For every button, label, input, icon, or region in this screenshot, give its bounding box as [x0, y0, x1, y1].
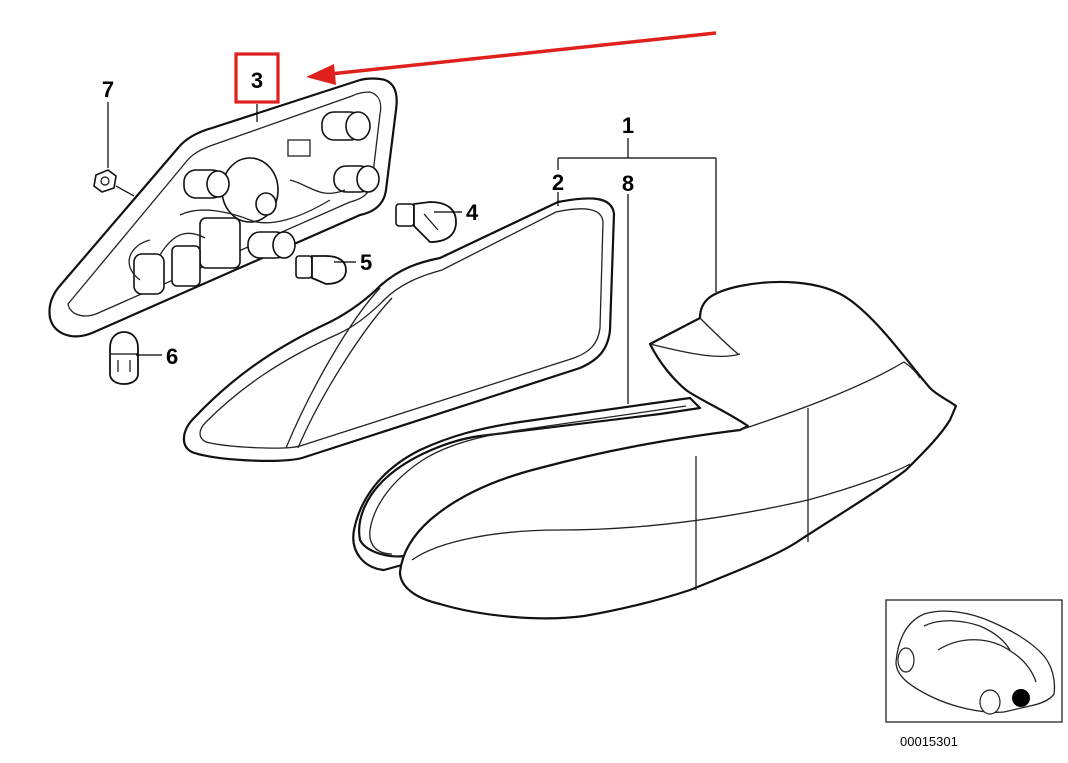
- callout-7[interactable]: 7: [102, 77, 114, 102]
- callout-2[interactable]: 2: [552, 170, 564, 195]
- bulb-carrier-housing[interactable]: [48, 77, 398, 338]
- callout-3[interactable]: 3: [251, 68, 263, 93]
- tail-light-assembly[interactable]: [398, 280, 958, 620]
- highlight-arrow: [306, 31, 717, 85]
- bulb-large[interactable]: [395, 201, 457, 243]
- nut[interactable]: [93, 169, 117, 193]
- bulb-marker[interactable]: [109, 331, 139, 385]
- leaders-1-2-8: [557, 138, 717, 404]
- highlight-box: [234, 52, 280, 104]
- gasket[interactable]: [182, 197, 616, 462]
- callout-5[interactable]: 5: [360, 250, 372, 275]
- callout-6[interactable]: 6: [166, 344, 178, 369]
- callout-1[interactable]: 1: [622, 113, 634, 138]
- callout-8[interactable]: 8: [622, 171, 634, 196]
- bulb-small[interactable]: [295, 255, 347, 285]
- drawing-number: 00015301: [900, 734, 958, 749]
- car-locator-inset: [885, 599, 1063, 723]
- callout-4[interactable]: 4: [466, 200, 479, 225]
- locator-dot: [1012, 689, 1030, 707]
